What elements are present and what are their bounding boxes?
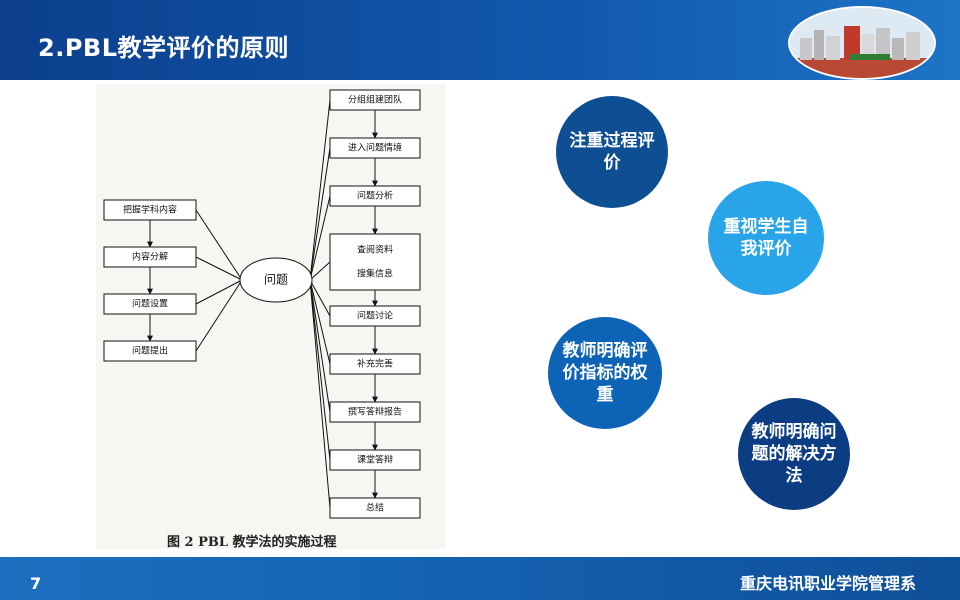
principle-self-evaluation: 重视学生自我评价: [708, 181, 824, 295]
principle-process-evaluation: 注重过程评价: [556, 96, 668, 208]
left-step-box: [103, 246, 197, 268]
right-step-box: [329, 89, 421, 111]
right-step-box: [329, 305, 421, 327]
principle-indicator-weights: 教师明确评价指标的权重: [548, 317, 662, 429]
right-step-label: 搜集信息: [357, 268, 393, 280]
right-step-label: 问题讨论: [357, 310, 393, 322]
right-step-label: 补充完善: [357, 358, 393, 370]
right-step-label: 课堂答辩: [357, 454, 393, 466]
campus-photo: [788, 6, 936, 80]
left-step-box: [103, 340, 197, 362]
page-number: 7: [30, 574, 42, 593]
right-step-box: [329, 497, 421, 519]
right-step-box: [329, 449, 421, 471]
right-step-box: [329, 401, 421, 423]
right-step-label: 分组组建团队: [348, 94, 402, 106]
left-step-box: [103, 199, 197, 221]
right-step-label: 查阅资料: [357, 244, 393, 256]
left-step-box: [103, 293, 197, 315]
right-step-label: 撰写答辩报告: [348, 406, 402, 418]
principle-text: 教师明确评价指标的权重: [562, 341, 648, 405]
principle-solution-method: 教师明确问题的解决方法: [738, 398, 850, 510]
right-step-box: [329, 353, 421, 375]
left-step-label: 内容分解: [132, 251, 168, 263]
principle-text: 教师明确问题的解决方法: [751, 422, 837, 486]
school-name: 重庆电讯职业学院管理系: [739, 574, 916, 593]
principle-text: 注重过程评价: [569, 131, 655, 173]
left-step-label: 问题设置: [132, 298, 168, 310]
left-step-label: 把握学科内容: [123, 204, 177, 216]
center-node: [239, 257, 313, 303]
right-step-label: 总结: [366, 502, 384, 514]
slide-title: 2.PBL教学评价的原则: [38, 34, 289, 62]
right-step-label: 问题分析: [357, 190, 393, 202]
diagram-caption: 图 2 PBL 教学法的实施过程: [167, 535, 337, 550]
principle-text: 重视学生自我评价: [723, 217, 809, 259]
pbl-process-diagram: 问题 把握学科内容内容分解问题设置问题提出 分组组建团队进入问题情境问题分析查阅资料…: [96, 84, 446, 549]
right-step-box: [329, 185, 421, 207]
footer-bar: [0, 557, 960, 600]
left-step-label: 问题提出: [132, 345, 168, 357]
right-step-label: 进入问题情境: [348, 142, 402, 154]
right-step-box: [329, 137, 421, 159]
center-node-label: 问题: [264, 273, 288, 287]
right-step-box: [329, 233, 421, 291]
